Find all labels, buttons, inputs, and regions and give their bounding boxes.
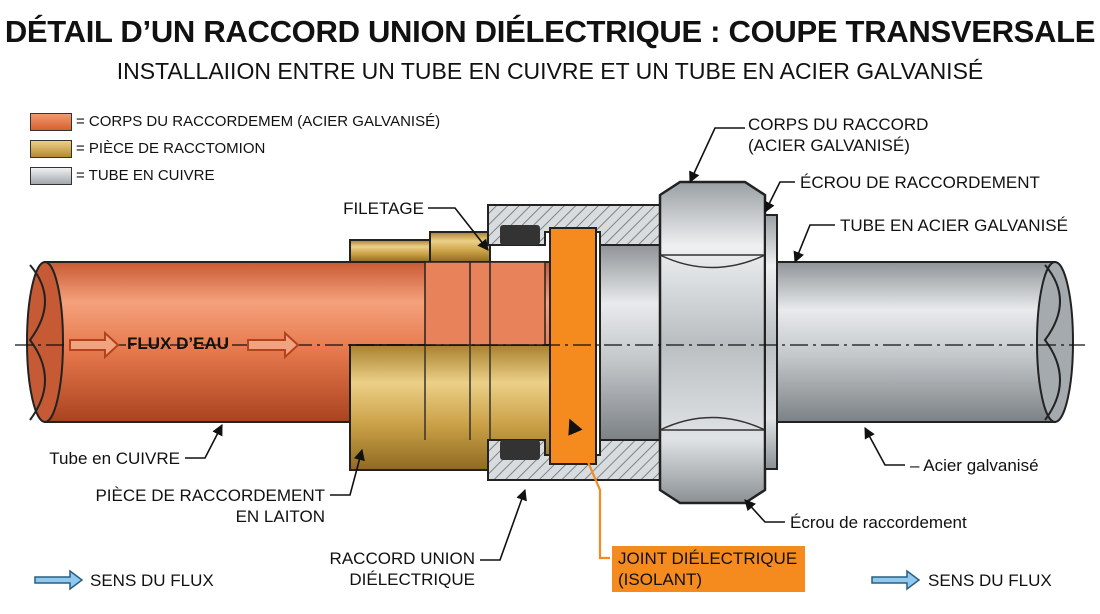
legend-swatch-steel [30, 166, 72, 185]
label-joint-dielectrique: JOINT DIÉLECTRIQUE (ISOLANT) [612, 546, 806, 592]
label-sens-flux-right: SENS DU FLUX [928, 571, 1052, 590]
legend-item-piece: = PIÈCE DE RACCTOMION [30, 135, 440, 162]
page-subtitle: INSTALLAIION ENTRE UN TUBE EN CUIVRE ET … [116, 58, 984, 84]
label-tube-cuivre: Tube en CUIVRE [49, 449, 180, 468]
legend-swatch-brass [30, 139, 72, 158]
legend-item-tube: = TUBE EN CUIVRE [30, 162, 440, 189]
label-flux-eau: FLUX D’EAU [127, 334, 229, 353]
label-raccord-union: RACCORD UNION DIÉLECTRIQUE [290, 548, 475, 590]
label-line: RACCORD UNION [329, 549, 475, 568]
steel-tube [769, 261, 1074, 423]
label-line: CORPS DU RACCORD [748, 115, 929, 134]
leader-lines [185, 127, 905, 561]
legend-label: = CORPS DU RACCORDEMEM (ACIER GALVANISÉ) [76, 113, 441, 130]
label-ecrou-top: ÉCROU DE RACCORDEMENT [800, 173, 1040, 192]
legend: = CORPS DU RACCORDEMEM (ACIER GALVANISÉ)… [30, 108, 440, 189]
page-title: DÉTAIL D’UN RACCORD UNION DIÉLECTRIQUE :… [4, 14, 1096, 49]
legend-label: = PIÈCE DE RACCTOMION [76, 140, 266, 157]
label-line: EN LAITON [235, 507, 325, 526]
label-filetage: FILETAGE [343, 199, 424, 218]
sens-flux-arrows [34, 569, 921, 591]
flow-arrow-inner [69, 330, 300, 360]
label-line: PIÈCE DE RACCORDEMENT [95, 486, 325, 505]
label-line: JOINT DIÉLECTRIQUE [618, 549, 798, 568]
legend-item-corps: = CORPS DU RACCORDEMEM (ACIER GALVANISÉ) [30, 108, 440, 135]
union-nut [658, 180, 778, 505]
label-line: DIÉLECTRIQUE [349, 570, 475, 589]
label-line: (ACIER GALVANISÉ) [748, 136, 910, 155]
label-line: (ISOLANT) [618, 570, 703, 589]
label-piece-raccordement: PIÈCE DE RACCORDEMENT EN LAITON [60, 485, 325, 527]
label-ecrou-bottom: Écrou de raccordement [790, 513, 967, 532]
legend-swatch-copper [30, 112, 72, 131]
label-sens-flux-left: SENS DU FLUX [90, 571, 214, 590]
label-corps-raccord: CORPS DU RACCORD (ACIER GALVANISÉ) [748, 114, 928, 156]
label-tube-acier: TUBE EN ACIER GALVANISÉ [840, 216, 1068, 235]
legend-label: = TUBE EN CUIVRE [76, 167, 215, 184]
label-acier-galvanise: – Acier galvanisé [910, 456, 1039, 475]
